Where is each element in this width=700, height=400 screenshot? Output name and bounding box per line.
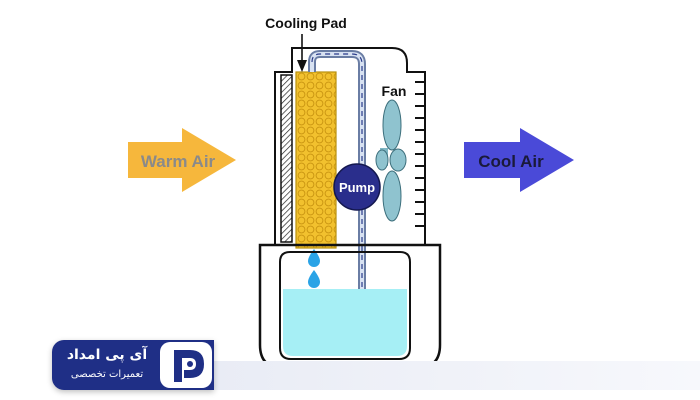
exhaust-louvres <box>415 81 425 227</box>
water-tank <box>258 243 442 370</box>
cool-air-label: Cool Air <box>478 152 544 171</box>
tank-inner-wall <box>279 251 411 360</box>
fan-blade-left <box>375 149 389 171</box>
pump-body <box>333 163 381 211</box>
brand-logo-icon <box>160 342 212 388</box>
fan <box>375 99 407 222</box>
fan-blade-bottom <box>382 170 402 222</box>
water-drop-icon <box>308 270 320 288</box>
warm-air-arrow: Warm Air <box>128 128 236 192</box>
cooling-pad-pointer <box>297 34 307 72</box>
water-level <box>283 289 407 356</box>
water-pipe <box>308 50 366 338</box>
brand-name: آی پی امداد <box>66 347 148 363</box>
cool-air-arrow: Cool Air <box>464 128 574 192</box>
water-drops <box>308 249 320 288</box>
water-drop-icon <box>308 249 320 267</box>
cool-air-arrow-shape <box>464 128 574 192</box>
brand-footer-bar <box>214 361 700 390</box>
pump: Pump <box>333 163 381 211</box>
cooling-pad-label: Cooling Pad <box>265 15 347 31</box>
brand-tagline: تعمیرات تخصصی <box>70 369 144 380</box>
cooling-pad <box>295 71 337 249</box>
fan-label: Fan <box>382 83 407 99</box>
fan-blade-right <box>389 148 407 172</box>
intake-grille <box>280 74 293 243</box>
fan-blade-top <box>382 99 402 151</box>
cooler-housing <box>274 47 426 245</box>
pump-label: Pump <box>339 180 375 195</box>
warm-air-arrow-shape <box>128 128 236 192</box>
warm-air-label: Warm Air <box>141 152 216 171</box>
